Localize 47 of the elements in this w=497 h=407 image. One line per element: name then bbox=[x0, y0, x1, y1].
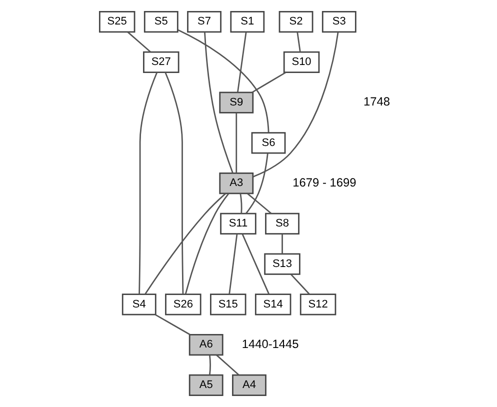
node-box: S9 bbox=[218, 92, 254, 114]
connector bbox=[236, 32, 246, 92]
node-box: S1 bbox=[230, 11, 264, 33]
label: 1440-1445 bbox=[241, 336, 298, 351]
node-box: S15 bbox=[210, 294, 246, 316]
node-box: S14 bbox=[254, 294, 291, 316]
connector bbox=[216, 354, 239, 376]
connector bbox=[239, 193, 242, 214]
connector bbox=[228, 234, 238, 294]
node-box: S12 bbox=[299, 294, 336, 316]
connector bbox=[208, 354, 210, 376]
node-box: S3 bbox=[321, 11, 356, 33]
connector bbox=[126, 32, 151, 53]
connector bbox=[241, 234, 270, 294]
node-box: S6 bbox=[250, 132, 286, 154]
node-box: A3 bbox=[218, 172, 254, 194]
connector bbox=[281, 234, 282, 254]
node-box: A5 bbox=[188, 374, 223, 396]
node-box: S5 bbox=[143, 11, 178, 33]
node-box: S13 bbox=[264, 253, 300, 275]
node-box: S7 bbox=[186, 11, 221, 33]
label: 1748 bbox=[363, 94, 390, 109]
connector bbox=[138, 72, 158, 294]
node-box: S11 bbox=[220, 212, 256, 234]
connector bbox=[177, 29, 269, 133]
node-box: S26 bbox=[164, 294, 201, 316]
node-box: S25 bbox=[98, 11, 135, 33]
connector bbox=[204, 32, 233, 174]
node-box: S8 bbox=[264, 212, 299, 234]
connector bbox=[164, 72, 184, 294]
node-box: S4 bbox=[121, 294, 156, 316]
connector bbox=[290, 274, 310, 295]
connector bbox=[251, 72, 286, 93]
connector bbox=[296, 32, 300, 52]
connector bbox=[154, 314, 190, 336]
connector bbox=[184, 193, 229, 294]
connector bbox=[244, 153, 268, 214]
node-box: A6 bbox=[188, 334, 223, 356]
label: 1679 - 1699 bbox=[292, 175, 356, 190]
connector bbox=[252, 32, 338, 178]
connector bbox=[246, 193, 272, 214]
node-box: S27 bbox=[142, 51, 179, 73]
connector bbox=[144, 193, 226, 295]
node-box: A4 bbox=[232, 374, 266, 396]
node-box: S10 bbox=[282, 51, 320, 73]
connector bbox=[235, 112, 237, 174]
node-box: S2 bbox=[278, 11, 313, 33]
